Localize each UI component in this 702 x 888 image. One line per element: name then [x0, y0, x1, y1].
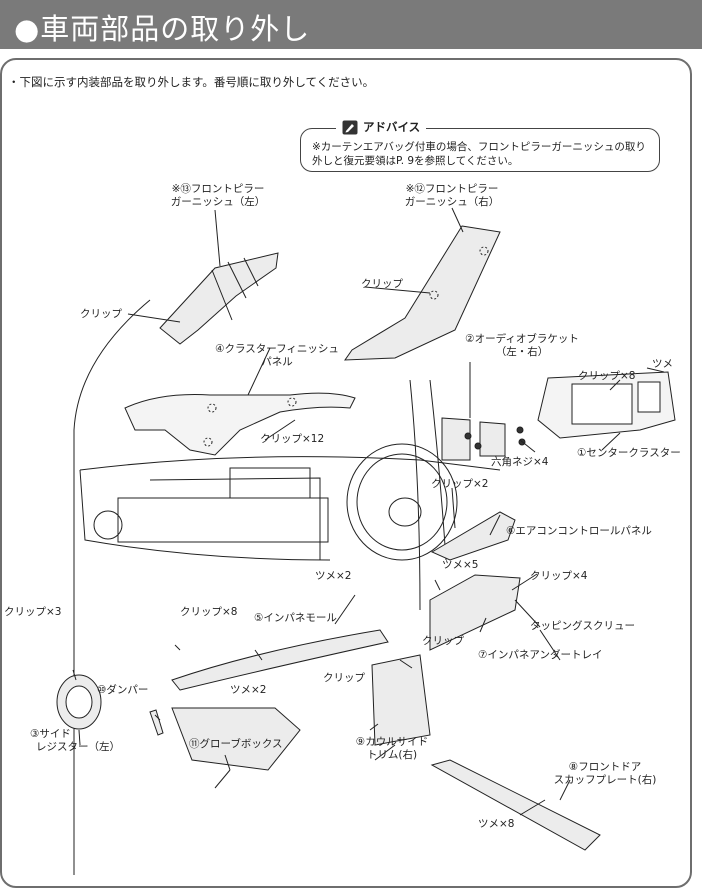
- label-clip-x2: クリップ×2: [431, 478, 489, 490]
- label-tapping-screw: タッピングスクリュー: [530, 620, 635, 632]
- label-glove-box: ⑪グローブボックス: [189, 738, 283, 750]
- cowl-side-trim: [371, 654, 431, 746]
- center-cluster: [537, 371, 676, 439]
- label-clip-x8-bottom: クリップ×8: [180, 606, 238, 618]
- label-clip-x3: クリップ×3: [4, 606, 62, 618]
- label-clip-cowl-right: クリップ: [422, 635, 464, 647]
- label-under-tray: ⑦インパネアンダートレイ: [478, 649, 603, 661]
- label-tsume-x2-mid: ツメ×2: [315, 570, 352, 582]
- label-center-cluster: ①センタークラスター: [577, 447, 681, 459]
- instrument-panel-under-tray: [429, 574, 521, 651]
- advice-title: アドバイス: [363, 120, 421, 134]
- label-aircon-panel: ⑥エアコンコントロールパネル: [506, 525, 652, 537]
- windshield-edge: [409, 379, 421, 611]
- label-tsume-top: ツメ: [652, 358, 673, 370]
- label-front-pillar-right: ※⑫フロントピラー ガーニッシュ（右）: [404, 183, 500, 208]
- label-audio-bracket: ②オーディオブラケット （左・右）: [465, 333, 579, 358]
- steering-wheel: [346, 443, 458, 561]
- section-title: ●車両部品の取り外し: [14, 12, 311, 46]
- label-clip-x8-top: クリップ×8: [578, 370, 636, 382]
- section-header: ●車両部品の取り外し: [0, 0, 702, 49]
- label-tsume-x8: ツメ×8: [478, 818, 515, 830]
- dashboard: [79, 456, 501, 561]
- side-register-left: [56, 674, 102, 730]
- label-hex-screw: 六角ネジ×4: [491, 456, 549, 468]
- label-instrument-panel-moulding: ⑤インパネモール: [254, 612, 337, 624]
- label-tsume-x5: ツメ×5: [442, 559, 479, 571]
- glove-box: [171, 707, 301, 771]
- label-clip-pillar-right: クリップ: [361, 278, 403, 290]
- cluster-finish-panel: [124, 392, 356, 456]
- pencil-note-icon: [342, 120, 358, 134]
- label-tsume-x2-glove: ツメ×2: [230, 684, 267, 696]
- label-cowl-side-trim: ⑨カウルサイド トリム(右): [355, 736, 429, 761]
- intro-text: ・下図に示す内装部品を取り外します。番号順に取り外してください。: [8, 75, 375, 89]
- door-edge: [429, 379, 447, 561]
- label-front-pillar-left: ※⑬フロントピラー ガーニッシュ（左）: [170, 183, 266, 208]
- body-outline: [73, 299, 151, 875]
- dash-vent-left: [93, 510, 123, 540]
- front-pillar-garnish-left: [159, 252, 279, 345]
- aircon-control-panel: [430, 511, 516, 561]
- instrument-panel-moulding: [171, 629, 389, 691]
- label-scuff-plate: ⑧フロントドア スカッフプレート(右): [553, 761, 657, 786]
- label-clip-cowl-left: クリップ: [323, 672, 365, 684]
- label-damper: ⑩ダンパー: [97, 684, 149, 696]
- label-clip-pillar-left: クリップ: [80, 308, 122, 320]
- advice-text: ※カーテンエアバッグ付車の場合、フロントピラーガーニッシュの取り外しと復元要領は…: [312, 141, 646, 167]
- front-door-scuff-plate: [430, 759, 601, 851]
- advice-box: [300, 128, 660, 172]
- advice-header: アドバイス: [336, 119, 427, 135]
- leader-lines: [72, 207, 665, 816]
- label-cluster-finish-panel: ④クラスターフィニッシュ パネル: [215, 343, 339, 368]
- front-pillar-garnish-right: [344, 225, 501, 361]
- label-clip-x4: クリップ×4: [530, 570, 588, 582]
- audio-bracket: [441, 417, 506, 461]
- label-clip-x12: クリップ×12: [260, 433, 325, 445]
- label-side-register: ③サイド レジスター（左）: [30, 728, 120, 753]
- damper: [149, 709, 164, 736]
